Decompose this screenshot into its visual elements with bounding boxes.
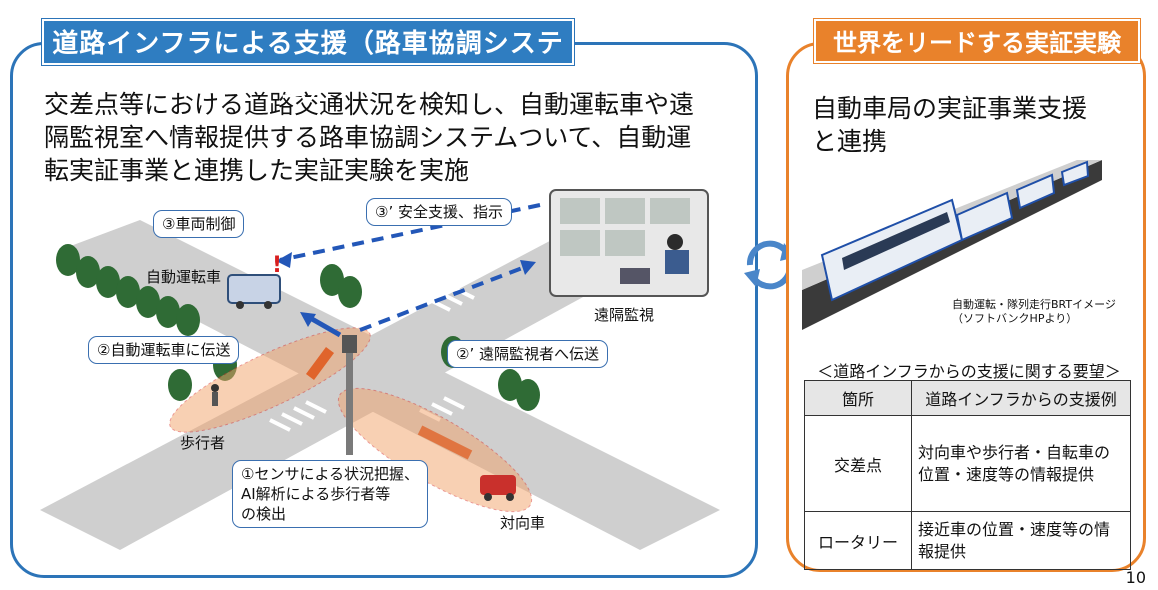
bus-image-caption: 自動運転・隊列走行BRTイメージ （ソフトバンクHPより）: [952, 298, 1116, 326]
vehicle-control-callout: ③車両制御: [153, 210, 245, 238]
sensor-callout-line-2: AI解析による歩行者等: [241, 485, 391, 503]
row-place: ロータリー: [804, 511, 912, 570]
left-description: 交差点等における道路交通状況を検知し、自動運転車や遠 隔監視室へ情報提供する路車…: [44, 88, 734, 187]
sensor-callout-line-1: ①センサによる状況把握、: [241, 465, 419, 483]
left-description-line-2: 隔監視室へ情報提供する路車協調システムついて、自動運: [44, 123, 692, 152]
sensor-callout-line-3: の検出: [241, 505, 287, 523]
requests-table: 箇所 道路インフラからの支援例 交差点 対向車や歩行者・自転車の 位置・速度等の…: [804, 380, 1131, 570]
bus-rear: [955, 160, 1090, 242]
right-description-line-2: と連携: [812, 127, 888, 156]
row-support-line: 報提供: [918, 541, 967, 561]
left-panel-title: 道路インフラによる支援（路車協調システム）: [42, 19, 574, 105]
oncoming-car-label: 対向車: [500, 514, 546, 532]
table-row: ロータリー 接近車の位置・速度等の情 報提供: [804, 511, 1131, 570]
sensor-pole: [346, 340, 353, 455]
row-support: 接近車の位置・速度等の情 報提供: [911, 511, 1131, 570]
row-place: 交差点: [804, 415, 912, 512]
sensor-callout: ①センサによる状況把握、 AI解析による歩行者等 の検出: [232, 460, 428, 528]
right-panel-title: 世界をリードする実証実験: [814, 19, 1140, 63]
arrow-sensor-to-bus: [305, 347, 335, 380]
page-number: 10: [1125, 568, 1146, 587]
autonomous-bus: [227, 274, 281, 309]
transmit-car-callout: ②自動運転車に伝送: [88, 336, 240, 364]
arrow-to-monitor: [359, 263, 531, 332]
sensing-area-pedestrian: [169, 327, 371, 433]
right-description: 自動車局の実証事業支援 と連携: [812, 92, 1132, 158]
sensor-head: [342, 335, 357, 353]
row-support: 対向車や歩行者・自転車の 位置・速度等の情報提供: [911, 415, 1131, 512]
row-support-line: 位置・速度等の情報提供: [918, 464, 1095, 484]
arrow-oncoming: [417, 425, 473, 460]
oncoming-car: [480, 475, 516, 501]
table-header-row: 箇所 道路インフラからの支援例: [804, 380, 1131, 416]
transmit-monitor-callout: ②’ 遠隔監視者へ伝送: [447, 340, 608, 368]
left-description-line-1: 交差点等における道路交通状況を検知し、自動運転車や遠: [44, 90, 695, 119]
requests-title: ＜道路インフラからの支援に関する要望＞: [817, 362, 1121, 381]
header-place: 箇所: [804, 380, 912, 416]
bus-caption-line-2: （ソフトバンクHPより）: [952, 312, 1078, 325]
bus-caption-line-1: 自動運転・隊列走行BRTイメージ: [952, 298, 1116, 311]
row-support-line: 対向車や歩行者・自転車の: [918, 442, 1111, 462]
road-cooperation-diagram: !: [40, 189, 720, 550]
remote-monitoring-room: [549, 189, 709, 297]
alert-icon: !: [272, 253, 282, 278]
header-support: 道路インフラからの支援例: [911, 380, 1131, 416]
brt-bus-image: [802, 160, 1102, 330]
left-description-line-3: 転実証事業と連携した実証実験を実施: [44, 156, 470, 185]
pedestrian-label: 歩行者: [180, 434, 226, 452]
table-row: 交差点 対向車や歩行者・自転車の 位置・速度等の情報提供: [804, 415, 1131, 512]
row-support-line: 接近車の位置・速度等の情: [918, 519, 1111, 539]
right-description-line-1: 自動車局の実証事業支援: [812, 94, 1088, 123]
remote-monitoring-label: 遠隔監視: [594, 306, 655, 324]
autonomous-car-label: 自動運転車: [146, 268, 222, 286]
pedestrian-figure: [211, 384, 219, 406]
safety-support-callout: ③’ 安全支援、指示: [366, 198, 512, 226]
